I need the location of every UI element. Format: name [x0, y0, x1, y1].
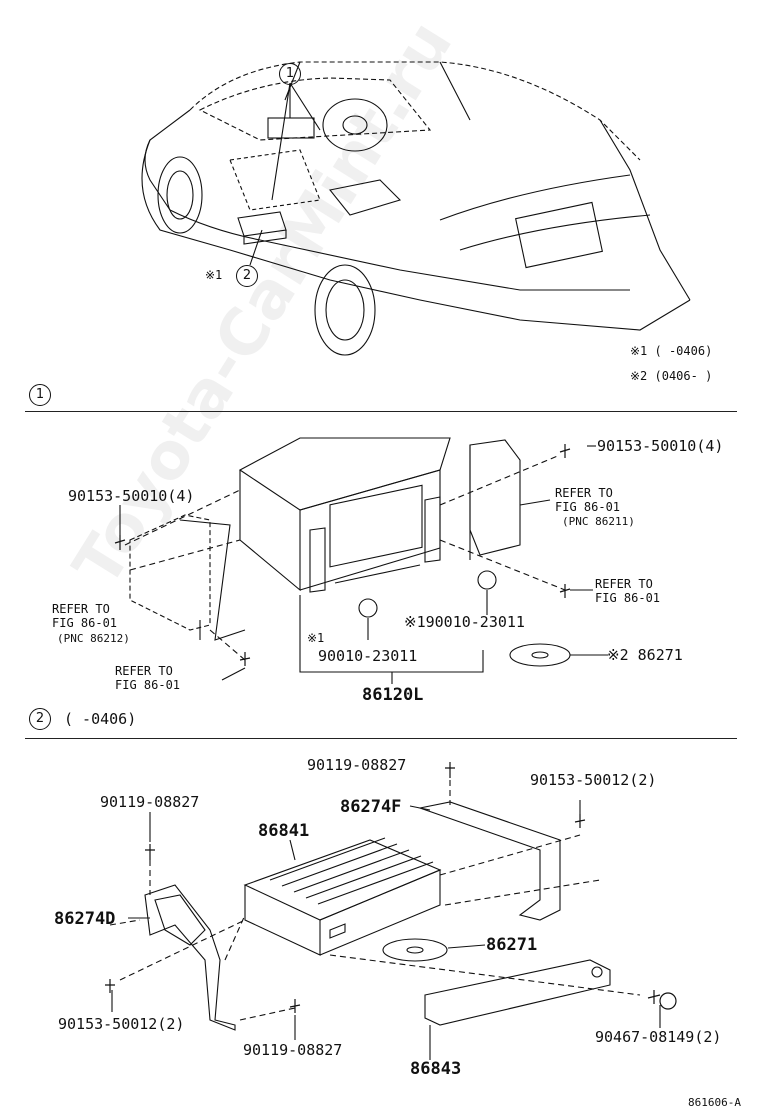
- legend-note1: ※1 ( -0406): [630, 344, 713, 358]
- label-refer-rb-1: REFER TO: [595, 577, 653, 591]
- label-refer-rt-1: REFER TO: [555, 486, 613, 500]
- section2-marker: 2: [29, 708, 51, 730]
- figure-code: 861606-A: [688, 1096, 741, 1109]
- callout-2-car: 2: [236, 265, 258, 287]
- label-s2-bracket-left: 86274D: [54, 909, 116, 929]
- label-s2-bolt-left-top: 90119-08827: [100, 793, 200, 811]
- section1-head-unit: [114, 437, 608, 684]
- section2-cd-changer: [105, 762, 677, 1060]
- section1-rule: [25, 411, 737, 412]
- label-refer-lb-2: FIG 86-01: [115, 678, 181, 692]
- label-s2-top-bolt: 90119-08827: [307, 756, 407, 774]
- label-s2-bolt-bot: 90119-08827: [243, 1041, 343, 1059]
- label-refer-l-2: FIG 86-01: [52, 616, 118, 630]
- section2-rule: [25, 738, 737, 739]
- legend-note2: ※2 (0406- ): [630, 369, 713, 383]
- label-bolt-left: 90153-50010(4): [68, 487, 195, 505]
- label-refer-l-3: (PNC 86212): [57, 632, 130, 645]
- label-s2-clip: 90467-08149(2): [595, 1028, 722, 1046]
- label-refer-rt-2: FIG 86-01: [555, 500, 621, 514]
- label-s2-disc: 86271: [486, 935, 538, 955]
- label-s2-bolt-right: 90153-50012(2): [530, 771, 657, 789]
- label-assy: 86120L: [362, 685, 424, 705]
- callout-1-car: 1: [279, 63, 301, 85]
- label-s2-cover: 86843: [410, 1059, 462, 1079]
- label-cap-left: 90010-23011: [318, 647, 418, 665]
- callout-2-mark: ※1: [205, 268, 223, 282]
- label-s2-bracket-right: 86274F: [340, 797, 402, 817]
- label-cap-left-mark: ※1: [307, 631, 325, 645]
- label-disc-1: ※2 86271: [607, 646, 683, 664]
- section1-marker: 1: [29, 384, 51, 406]
- label-s2-bolt-left-bot: 90153-50012(2): [58, 1015, 185, 1033]
- label-bolt-right: 90153-50010(4): [597, 437, 724, 455]
- label-refer-rt-3: (PNC 86211): [562, 515, 635, 528]
- label-refer-l-1: REFER TO: [52, 602, 110, 616]
- label-refer-lb-1: REFER TO: [115, 664, 173, 678]
- label-s2-changer: 86841: [258, 821, 310, 841]
- car-outline: [141, 61, 691, 356]
- label-refer-rb-2: FIG 86-01: [595, 591, 661, 605]
- section2-range: ( -0406): [64, 710, 137, 728]
- label-cap-right: ※190010-23011: [404, 613, 525, 631]
